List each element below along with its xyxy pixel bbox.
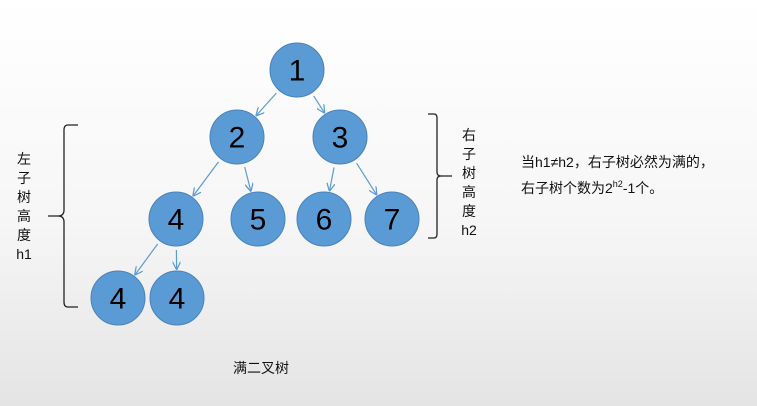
right-subtree-height-label: 右 子 树 高 度 h2 [460, 126, 478, 240]
node-label: 7 [384, 204, 401, 237]
left-label-char: 树 [17, 189, 31, 205]
left-subtree-height-label: 左 子 树 高 度 h1 [15, 150, 33, 264]
tree-edge-arrow [193, 161, 219, 196]
note-exponent: h2 [612, 179, 623, 189]
tree-node-n8: 4 [90, 270, 146, 326]
node-label: 4 [110, 283, 127, 316]
note-line-1: 当h1≠h2，右子树必然为满的， [521, 154, 714, 170]
left-brace [48, 124, 78, 308]
tree-edge-arrow [313, 95, 325, 113]
node-circle [209, 109, 265, 165]
node-label: 6 [316, 204, 333, 237]
node-circle [364, 191, 420, 247]
right-label-char: 高 [462, 184, 476, 200]
explanation-note: 当h1≠h2，右子树必然为满的， 右子树个数为2h2-1个。 [521, 151, 714, 199]
tree-node-n6: 6 [296, 191, 352, 247]
tree-edge-arrow [330, 167, 335, 190]
node-circle [296, 191, 352, 247]
tree-edge-arrow [256, 92, 277, 115]
node-label: 4 [169, 283, 186, 316]
tree-node-n2: 2 [209, 109, 265, 165]
tree-edge-arrow [244, 166, 251, 191]
tree-node-n1: 1 [269, 42, 325, 98]
node-label: 1 [289, 55, 306, 88]
node-circle [149, 270, 205, 326]
left-label-char: 度 [17, 227, 31, 243]
tree-edge-arrow [135, 243, 159, 275]
node-label: 2 [229, 122, 246, 155]
left-label-char: 子 [17, 170, 31, 186]
note-line-2: 右子树个数为2h2-1个。 [521, 173, 714, 199]
node-circle [269, 42, 325, 98]
tree-node-n3: 3 [312, 109, 368, 165]
tree-node-n7: 7 [364, 191, 420, 247]
node-label: 3 [332, 122, 349, 155]
note-line-2-suffix: -1个。 [622, 180, 664, 196]
note-line-2-prefix: 右子树个数为2 [521, 180, 613, 196]
tree-node-n9: 4 [149, 270, 205, 326]
node-circle [230, 191, 286, 247]
node-label: 5 [250, 204, 267, 237]
tree-node-n5: 5 [230, 191, 286, 247]
left-label-char: h1 [16, 246, 32, 262]
right-label-char: 子 [462, 146, 476, 162]
diagram-caption: 满二叉树 [233, 360, 289, 376]
right-label-char: 度 [462, 203, 476, 219]
tree-edge-arrow [356, 162, 377, 194]
node-circle [90, 270, 146, 326]
left-label-char: 左 [17, 151, 31, 167]
tree-node-n4: 4 [148, 191, 204, 247]
tree-nodes: 1 2 3 4 5 6 7 4 4 [90, 42, 420, 326]
right-label-char: h2 [461, 222, 477, 238]
right-label-char: 右 [462, 127, 476, 143]
left-label-char: 高 [17, 208, 31, 224]
tree-edges [135, 92, 377, 275]
node-circle [148, 191, 204, 247]
node-label: 4 [168, 204, 185, 237]
right-brace [428, 113, 452, 239]
node-circle [312, 109, 368, 165]
right-label-char: 树 [462, 165, 476, 181]
